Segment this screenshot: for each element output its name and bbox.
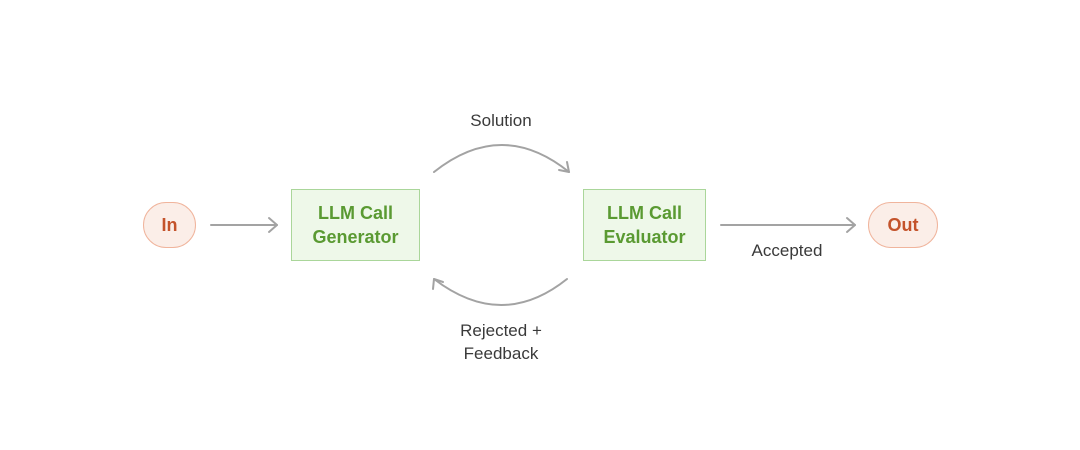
arrow-solution-arc xyxy=(433,144,570,173)
solution-label: Solution xyxy=(470,111,532,130)
input-node: In xyxy=(143,202,196,248)
arrowhead-solution xyxy=(558,161,570,173)
generator-node: LLM Call Generator xyxy=(291,189,420,261)
arrow-rejected-arc xyxy=(433,278,568,306)
accepted-label: Accepted xyxy=(751,241,823,260)
arrowhead-in-to-generator xyxy=(268,217,278,233)
rejected-feedback-label: Rejected + Feedback xyxy=(460,321,542,363)
output-node: Out xyxy=(868,202,938,248)
arrowhead-evaluator-to-out xyxy=(846,217,856,233)
evaluator-node: LLM Call Evaluator xyxy=(583,189,706,261)
arrowhead-rejected xyxy=(432,278,444,290)
